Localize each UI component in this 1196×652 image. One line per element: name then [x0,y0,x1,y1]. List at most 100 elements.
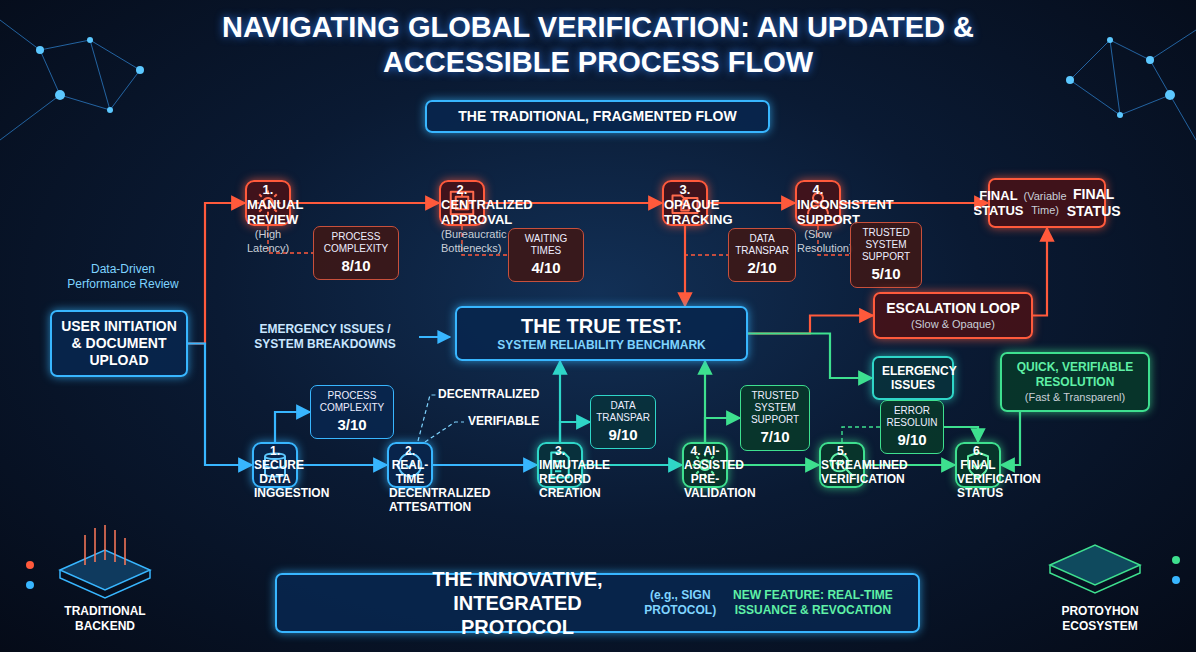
node-heading: PROCESS COMPLEXITY [318,231,394,255]
connector [684,226,686,306]
connector [705,418,740,442]
network-dot [1107,37,1113,43]
node-text: 9/10 [885,431,939,449]
protocol-banner: THE INNOVATIVE, INTEGRATED PROTOCOL(e.g.… [275,573,920,633]
node-text: FINAL STATUS [1067,186,1121,220]
network-dot [1066,76,1074,84]
connector [944,427,978,442]
node-text: (e.g., SIGN PROTOCOL) [641,588,720,618]
connector [728,464,819,466]
node-text: (High Latency) [247,227,289,255]
process-icon-box: 5. STREAMLINED VERIFICATION [819,442,865,488]
node-text: 8/10 [318,257,394,275]
connector [685,226,728,255]
process-icon-box: 6. FINAL VERIFICATION STATUS [955,442,1001,488]
connector [708,202,795,204]
icon-stroke [551,453,569,478]
label: PROTOYHON ECOSYSTEM [1030,604,1170,634]
node-text: 9/10 [595,426,651,444]
issue-box: ELERGENCY ISSUES [872,356,954,400]
process-icon-box: 3. OPAQUE TRACKING [662,180,708,226]
icon-stroke [265,453,285,476]
score-box: DATA TRANSPAR 9/10 [590,395,656,449]
pointer-arrow [419,336,450,338]
connector [748,316,873,334]
node-heading: 3. IMMUTABLE RECORD CREATION [539,444,581,500]
final-status-box: FINAL STATUS(Variable Time)FINAL STATUS [988,178,1106,228]
node-heading: 4. AI-ASSISTED PRE-VALIDATION [684,444,726,500]
node-text: 4/10 [513,259,579,277]
connector [842,427,880,442]
connector [291,202,439,204]
connector [1001,412,1020,465]
connector [560,422,590,442]
node-heading: 2. REAL-TIME DECENTRALIZED ATTESATTION [389,444,431,514]
process-icon-box: 1. SECURE DATA INGGESTION [252,442,298,488]
leader-lines [418,395,464,442]
node-heading: THE TRADITIONAL, FRAGMENTED FLOW [435,108,760,125]
node-heading: 2. CENTRALIZED APPROVAL [441,182,483,227]
network-lines [1070,30,1196,140]
icon-stroke [808,193,828,214]
node-text: (Slow Resolution) [797,227,839,255]
node-text: 3/10 [315,416,389,434]
node-text: (Variable Time) [1023,189,1066,217]
score-box: TRUSTED SYSTEM SUPPORT5/10 [850,222,922,288]
network-dot [1165,90,1175,100]
score-box: PROCESS COMPLEXITY3/10 [310,385,394,439]
icon-stroke [399,451,422,479]
escalation-box: ESCALATION LOOP(Slow & Opaque) [873,292,1033,339]
icon-stroke [968,453,988,478]
node-heading: 5. STREAMLINED VERIFICATION [821,444,863,486]
connector [485,202,662,204]
node-heading: THE INNOVATIVE, INTEGRATED PROTOCOL [394,567,640,639]
node-text: (Fast & Transparenl) [1010,390,1140,404]
score-box: DATA TRANSPAR2/10 [728,228,796,282]
node-heading: DATA TRANSPAR [595,400,651,424]
node-heading: 3. OPAQUE TRACKING [664,182,706,227]
label: Data-Driven Performance Review [58,262,188,292]
label: EMERGENCY ISSUES / SYSTEM BREAKDOWNS [235,322,415,352]
network-dot [1146,56,1154,64]
start-box: USER INITIATION & DOCUMENT UPLOAD [50,310,188,377]
node-heading: 1. SECURE DATA INGGESTION [254,444,296,500]
connector [865,464,955,466]
node-text: NEW FEATURE: REAL-TIME ISSUANCE & REVOCA… [720,588,906,618]
process-icon-box: 2. REAL-TIME DECENTRALIZED ATTESATTION [387,442,433,488]
network-dot [36,46,44,54]
process-icon-box: 4. AI-ASSISTED PRE-VALIDATION [682,442,728,488]
label: VERIFIABLE [468,414,558,429]
process-icon-box: 3. IMMUTABLE RECORD CREATION [537,442,583,488]
label: DECENTRALIZED [438,387,550,402]
connector [433,464,537,466]
process-icon-box: 2. CENTRALIZED APPROVAL(Bureaucratic Bot… [439,180,485,226]
connector [583,464,682,466]
node-heading: 4. INCONSISTENT SUPPORT [797,182,839,227]
network-dot [55,90,65,100]
node-heading: 1. MANUAL REVIEW [247,182,289,227]
node-heading: ELERGENCY ISSUES [882,364,944,392]
network-lines [0,20,140,140]
title: NAVIGATING GLOBAL VERIFICATION: AN UPDAT… [198,10,998,80]
connector [188,203,245,344]
icon-stroke [256,191,281,216]
icon-stroke [693,453,718,478]
resolution-box: QUICK, VERIFIABLE RESOLUTION(Fast & Tran… [1000,352,1150,412]
node-heading: FINAL STATUS [973,188,1023,218]
section-banner: THE TRADITIONAL, FRAGMENTED FLOW [425,100,770,133]
node-text: 2/10 [733,259,791,277]
process-icon-box: 1. MANUAL REVIEW(High Latency) [245,180,291,226]
node-heading: ESCALATION LOOP [883,300,1023,317]
node-heading: TRUSTED SYSTEM SUPPORT [745,390,805,426]
node-heading: USER INITIATION & DOCUMENT UPLOAD [60,318,178,369]
icon-stroke [831,454,853,477]
node-text: SYSTEM RELIABILITY BENCHMARK [465,338,738,353]
network-dot [87,37,93,43]
score-box: PROCESS COMPLEXITY 8/10 [313,226,399,280]
network-dot [1117,112,1123,118]
score-box: ERROR RESOLUIN9/10 [880,400,944,454]
connector [188,344,252,466]
node-text: (Bureaucratic Bottlenecks) [441,227,483,255]
node-heading: THE TRUE TEST: [465,314,738,338]
process-icon-box: 4. INCONSISTENT SUPPORT(Slow Resolution) [795,180,841,226]
